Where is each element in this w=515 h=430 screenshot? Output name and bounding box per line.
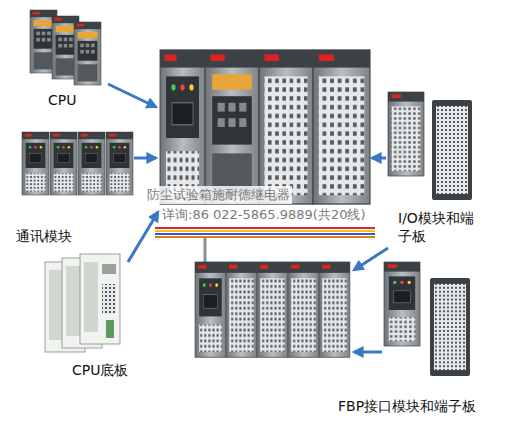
label-text: CPU底板 — [72, 362, 128, 380]
product-label: I/O模块和端子板 — [398, 210, 478, 245]
label-text: FBP接口模块和端子板 — [338, 398, 476, 416]
watermark: 详询:86 022-5865.9889(共20线) — [160, 206, 368, 224]
product-label: 通讯模块 — [16, 228, 72, 246]
label-text: I/O模块和端子板 — [398, 210, 478, 245]
product-label: CPU — [48, 92, 76, 110]
product-label: FBP接口模块和端子板 — [338, 398, 476, 416]
label-text: CPU — [48, 92, 76, 110]
product-label: CPU底板 — [72, 362, 128, 380]
watermark: 防尘试验箱施耐德继电器 — [145, 186, 292, 204]
label-text: 通讯模块 — [16, 228, 72, 246]
